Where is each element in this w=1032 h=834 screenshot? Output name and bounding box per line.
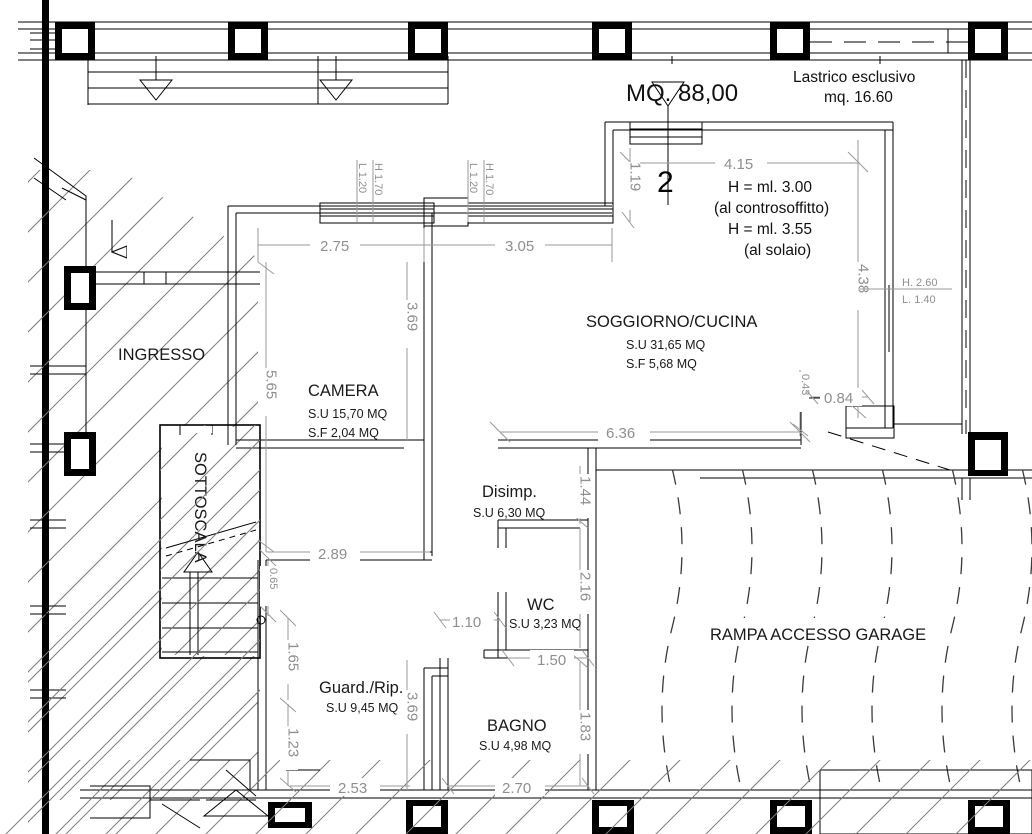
window-callouts: L 1.20 H 1.70 L 1.20 H 1.70 H. 2.60 L. 1… xyxy=(356,160,952,306)
window-left-H: H 1.70 xyxy=(372,163,384,195)
dim-2-89: 2.89 xyxy=(318,546,347,563)
top-balcony-structure xyxy=(18,21,1032,105)
dim-5-65: 5.65 xyxy=(263,370,280,399)
terrace-label-line1: Lastrico esclusivo xyxy=(793,69,915,86)
room-label-soggiorno: SOGGIORNO/CUCINA xyxy=(586,313,757,331)
dim-1-19: 1.19 xyxy=(627,162,644,191)
room-wc-su: S.U 3,23 MQ xyxy=(509,617,582,631)
dim-4-38: 4.38 xyxy=(855,264,872,293)
text-labels: MQ. 88,00 Lastrico esclusivo mq. 16.60 2… xyxy=(118,69,915,753)
room-guard-su: S.U 9,45 MQ xyxy=(326,701,399,715)
left-boundary-wall xyxy=(42,0,49,834)
sottoscala-stairs: SOTTOSCALA xyxy=(159,424,261,659)
window-left-L: L 1.20 xyxy=(356,163,368,193)
room-disimp-su: S.U 6,30 MQ xyxy=(473,506,546,520)
room-soggiorno-su: S.U 31,65 MQ xyxy=(626,338,705,352)
dim-1-50: 1.50 xyxy=(537,652,566,669)
dim-0-84: 0.84 xyxy=(824,390,853,407)
dim-0-43: 0.43 xyxy=(799,374,811,395)
apartment-number: 2 xyxy=(657,166,674,199)
dim-1-23: 1.23 xyxy=(285,728,302,757)
left-pillars xyxy=(64,266,96,476)
terrace-label-line2: mq. 16.60 xyxy=(824,89,893,106)
room-label-sottoscala: SOTTOSCALA xyxy=(191,452,209,563)
height-note-3: (al solaio) xyxy=(744,242,811,259)
room-camera-su: S.U 15,70 MQ xyxy=(308,407,387,421)
dim-2-16: 2.16 xyxy=(577,572,594,601)
dim-3-69-lower: 3.69 xyxy=(404,692,421,721)
room-label-bagno: BAGNO xyxy=(487,717,547,735)
ingresso-door-wall xyxy=(96,220,260,285)
pipe-symbol xyxy=(256,615,266,625)
entrance-arrow xyxy=(651,81,685,107)
room-label-wc: WC xyxy=(527,596,555,614)
dimension-lines: 2.75 3.05 4.15 1.19 6.36 5.65 3.69 xyxy=(257,140,875,797)
dim-2-53: 2.53 xyxy=(338,780,367,797)
garage-box xyxy=(819,769,1032,834)
window-east-H: H. 2.60 xyxy=(902,277,937,289)
dim-2-70: 2.70 xyxy=(502,780,531,797)
apartment-entrance-door xyxy=(629,81,703,205)
dim-3-69-upper: 3.69 xyxy=(404,302,421,331)
dim-6-36: 6.36 xyxy=(606,425,635,442)
height-note-2: H = ml. 3.55 xyxy=(728,221,812,238)
total-area-label: MQ. 88,00 xyxy=(626,80,738,107)
room-soggiorno-sf: S.F 5,68 MQ xyxy=(626,357,697,371)
dim-1-83: 1.83 xyxy=(577,712,594,741)
window-east-L: L. 1.40 xyxy=(902,294,936,306)
height-note-1: (al controsoffitto) xyxy=(714,200,829,217)
dim-1-10: 1.10 xyxy=(452,614,481,631)
room-label-ingresso: INGRESSO xyxy=(118,346,205,364)
dim-0-65: 0.65 xyxy=(267,568,279,589)
height-note-0: H = ml. 3.00 xyxy=(728,179,812,196)
room-camera-sf: S.F 2,04 MQ xyxy=(308,426,379,440)
room-label-guard: Guard./Rip. xyxy=(319,679,403,697)
dim-1-65: 1.65 xyxy=(285,642,302,671)
apartment-outline xyxy=(227,121,895,449)
dim-2-75: 2.75 xyxy=(320,238,349,255)
room-label-rampa: RAMPA ACCESSO GARAGE xyxy=(710,626,926,644)
rampa-accesso-garage: RAMPA ACCESSO GARAGE xyxy=(596,469,1032,834)
room-label-disimp: Disimp. xyxy=(482,483,537,501)
window-right-H: H 1.70 xyxy=(483,163,495,195)
window-right-L: L 1.20 xyxy=(467,163,479,193)
right-boundary-wall xyxy=(827,22,1008,500)
dim-1-44: 1.44 xyxy=(577,476,594,505)
room-bagno-su: S.U 4,98 MQ xyxy=(479,739,552,753)
room-label-camera: CAMERA xyxy=(308,382,379,400)
dim-3-05: 3.05 xyxy=(505,238,534,255)
dim-4-15: 4.15 xyxy=(724,156,753,173)
bottom-pillars xyxy=(5,439,1032,834)
